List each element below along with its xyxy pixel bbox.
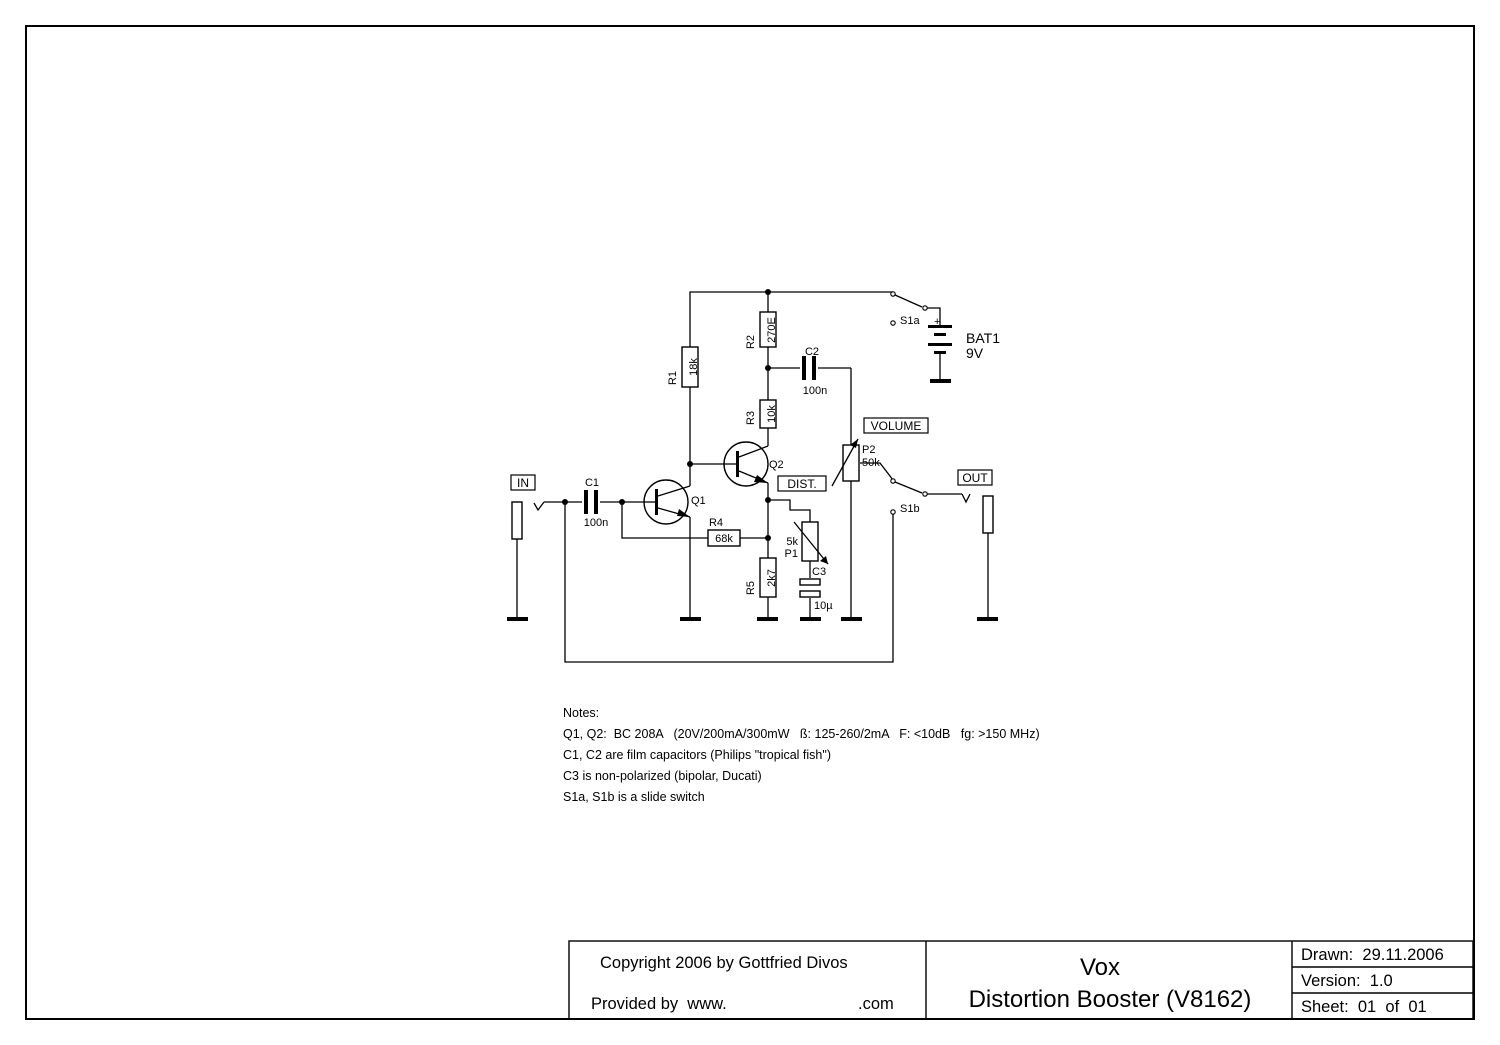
battery-bat1: + BAT1 9V — [928, 316, 1000, 362]
drawn-date: Drawn: 29.11.2006 — [1301, 946, 1444, 964]
svg-text:R4: R4 — [709, 517, 723, 529]
note-line: C1, C2 are film capacitors (Philips "tro… — [563, 748, 831, 762]
svg-text:Q2: Q2 — [769, 459, 784, 471]
input-jack — [511, 501, 545, 540]
svg-text:C1: C1 — [585, 477, 599, 489]
title-line-1: Vox — [1080, 954, 1120, 981]
title-line-2: Distortion Booster (V8162) — [969, 986, 1252, 1013]
resistor-r1: 18k R1 — [667, 346, 700, 388]
version-text: Version: 1.0 — [1301, 972, 1393, 990]
provided-by-text: Provided by www. — [591, 995, 727, 1013]
sheet-border — [25, 25, 1475, 1020]
svg-text:P1: P1 — [785, 548, 798, 560]
svg-text:5k: 5k — [786, 536, 798, 548]
note-line: C3 is non-polarized (bipolar, Ducati) — [563, 769, 762, 783]
junction-dots — [562, 289, 771, 541]
svg-text:100n: 100n — [584, 517, 608, 529]
capacitor-c2: C2 100n — [802, 346, 827, 397]
ground-symbols — [507, 379, 998, 621]
switch-s1b: S1b — [890, 478, 928, 515]
sheet-number: Sheet: 01 of 01 — [1301, 998, 1427, 1016]
switch-s1a: S1a — [890, 291, 928, 327]
svg-text:9V: 9V — [966, 345, 984, 361]
label-dist: DIST. — [777, 475, 827, 492]
svg-text:R5: R5 — [745, 581, 757, 595]
resistor-r4: 68k R4 — [707, 517, 741, 547]
note-line: S1a, S1b is a slide switch — [563, 790, 705, 804]
label-in: IN — [510, 474, 536, 491]
svg-text:S1b: S1b — [900, 503, 920, 515]
svg-text:100n: 100n — [803, 385, 827, 397]
svg-text:10µ: 10µ — [814, 600, 833, 612]
notes-block: Notes: Q1, Q2: BC 208A (20V/200mA/300mW … — [563, 706, 1040, 804]
svg-text:10k: 10k — [766, 405, 778, 423]
svg-text:Q1: Q1 — [691, 495, 706, 507]
transistor-q1: Q1 — [643, 479, 706, 525]
svg-text:R3: R3 — [745, 411, 757, 425]
output-jack — [961, 493, 994, 534]
note-line: Q1, Q2: BC 208A (20V/200mA/300mW ß: 125-… — [563, 727, 1040, 741]
svg-text:R2: R2 — [745, 335, 757, 349]
svg-text:270E: 270E — [766, 317, 778, 343]
label-out: OUT — [957, 469, 993, 486]
wires — [516, 291, 989, 663]
svg-text:+: + — [934, 316, 940, 328]
svg-text:68k: 68k — [715, 533, 733, 545]
svg-text:OUT: OUT — [962, 471, 988, 485]
potentiometer-p2: P2 50k — [831, 438, 880, 487]
provided-suffix-text: .com — [858, 995, 894, 1013]
svg-text:C2: C2 — [805, 346, 819, 358]
label-volume: VOLUME — [863, 417, 929, 434]
svg-text:IN: IN — [517, 476, 529, 490]
svg-text:S1a: S1a — [900, 315, 920, 327]
resistor-r3: 10k R3 — [745, 399, 778, 429]
svg-text:50k: 50k — [862, 457, 880, 469]
svg-text:2k7: 2k7 — [766, 569, 778, 587]
svg-text:BAT1: BAT1 — [966, 330, 1000, 346]
resistor-r2: 270E R2 — [745, 311, 778, 349]
svg-text:R1: R1 — [667, 371, 679, 385]
copyright-text: Copyright 2006 by Gottfried Divos — [600, 954, 848, 972]
svg-text:DIST.: DIST. — [787, 477, 816, 491]
svg-text:18k: 18k — [688, 358, 700, 376]
title-block: Copyright 2006 by Gottfried Divos Provid… — [568, 940, 1474, 1020]
capacitor-c1: C1 100n — [584, 477, 608, 529]
svg-text:C3: C3 — [812, 566, 826, 578]
capacitor-c3: C3 10µ — [799, 566, 833, 612]
svg-text:VOLUME: VOLUME — [871, 419, 922, 433]
resistor-r5: 2k7 R5 — [745, 557, 778, 598]
potentiometer-p1: 5k P1 — [785, 521, 829, 565]
notes-heading: Notes: — [563, 706, 599, 720]
transistor-q2: Q2 — [723, 441, 784, 487]
svg-text:P2: P2 — [862, 444, 875, 456]
